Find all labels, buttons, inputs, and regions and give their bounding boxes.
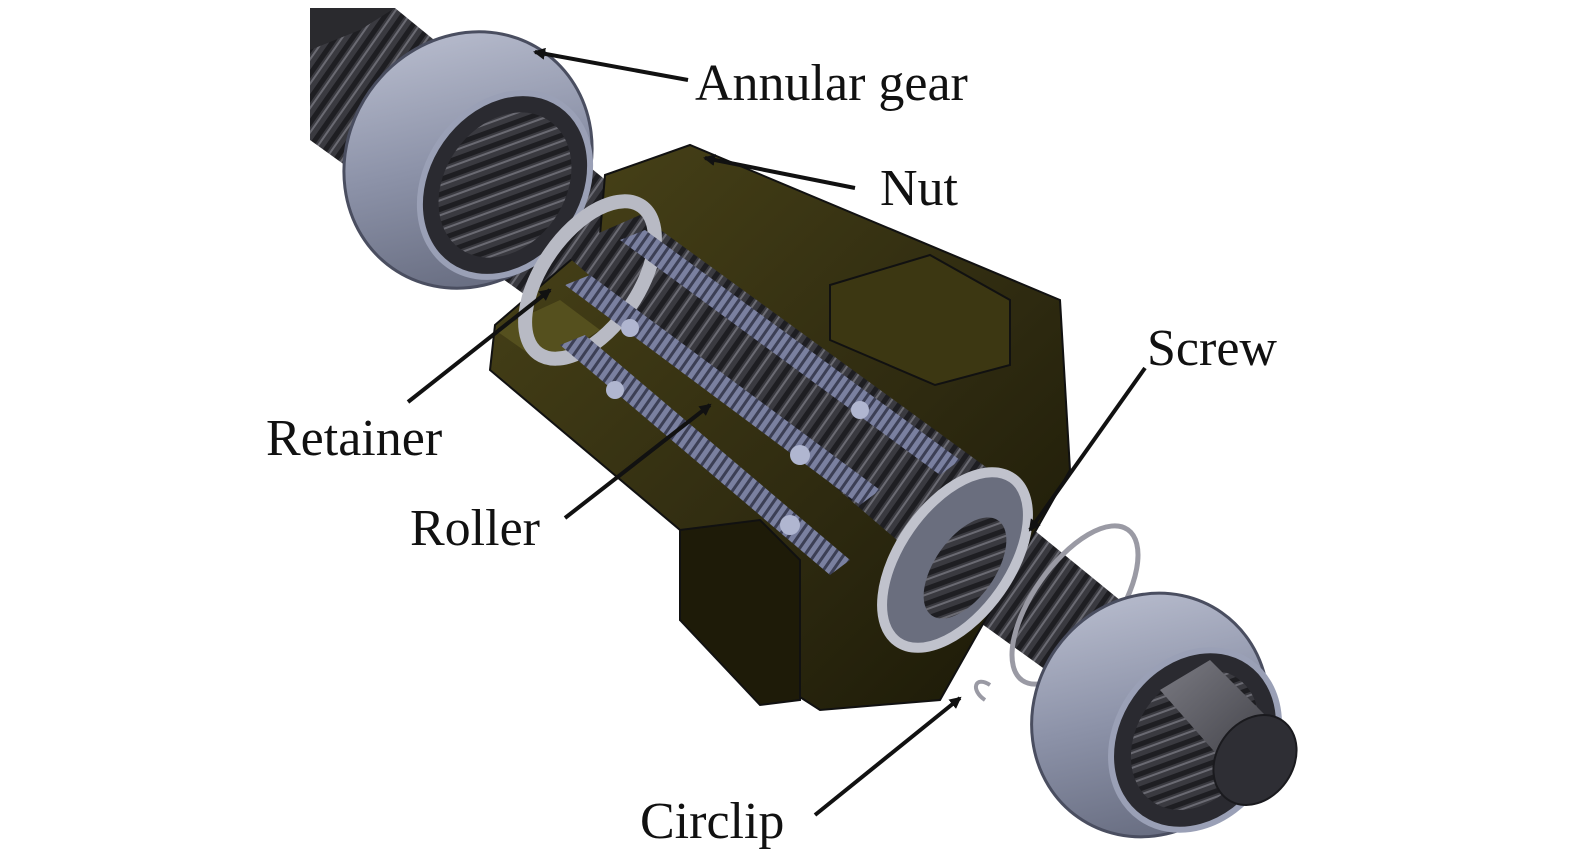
rollers: [560, 230, 960, 575]
arrow-circlip: [813, 696, 962, 817]
arrow-annular-gear: [533, 47, 689, 82]
arrow-screw: [1028, 366, 1147, 532]
label-annular-gear: Annular gear: [695, 55, 968, 112]
screw-core: [560, 215, 990, 560]
arrow-retainer: [406, 288, 552, 404]
arrow-nut: [703, 154, 856, 190]
label-screw: Screw: [1147, 320, 1277, 377]
annular-gear-top: [342, 30, 594, 290]
arrow-roller: [563, 403, 712, 520]
callout-arrows: [406, 47, 1147, 817]
roller: [560, 335, 850, 575]
label-nut: Nut: [880, 160, 959, 217]
retainer-ring-bottom: [877, 467, 1033, 653]
label-circlip: Circlip: [640, 793, 784, 850]
roller: [620, 230, 960, 475]
callout-labels: Annular gear Nut Screw Retainer Roller C…: [266, 55, 1277, 850]
shaft-end: [1160, 660, 1298, 806]
roller: [565, 275, 880, 505]
label-retainer: Retainer: [266, 410, 442, 467]
label-roller: Roller: [410, 500, 540, 557]
